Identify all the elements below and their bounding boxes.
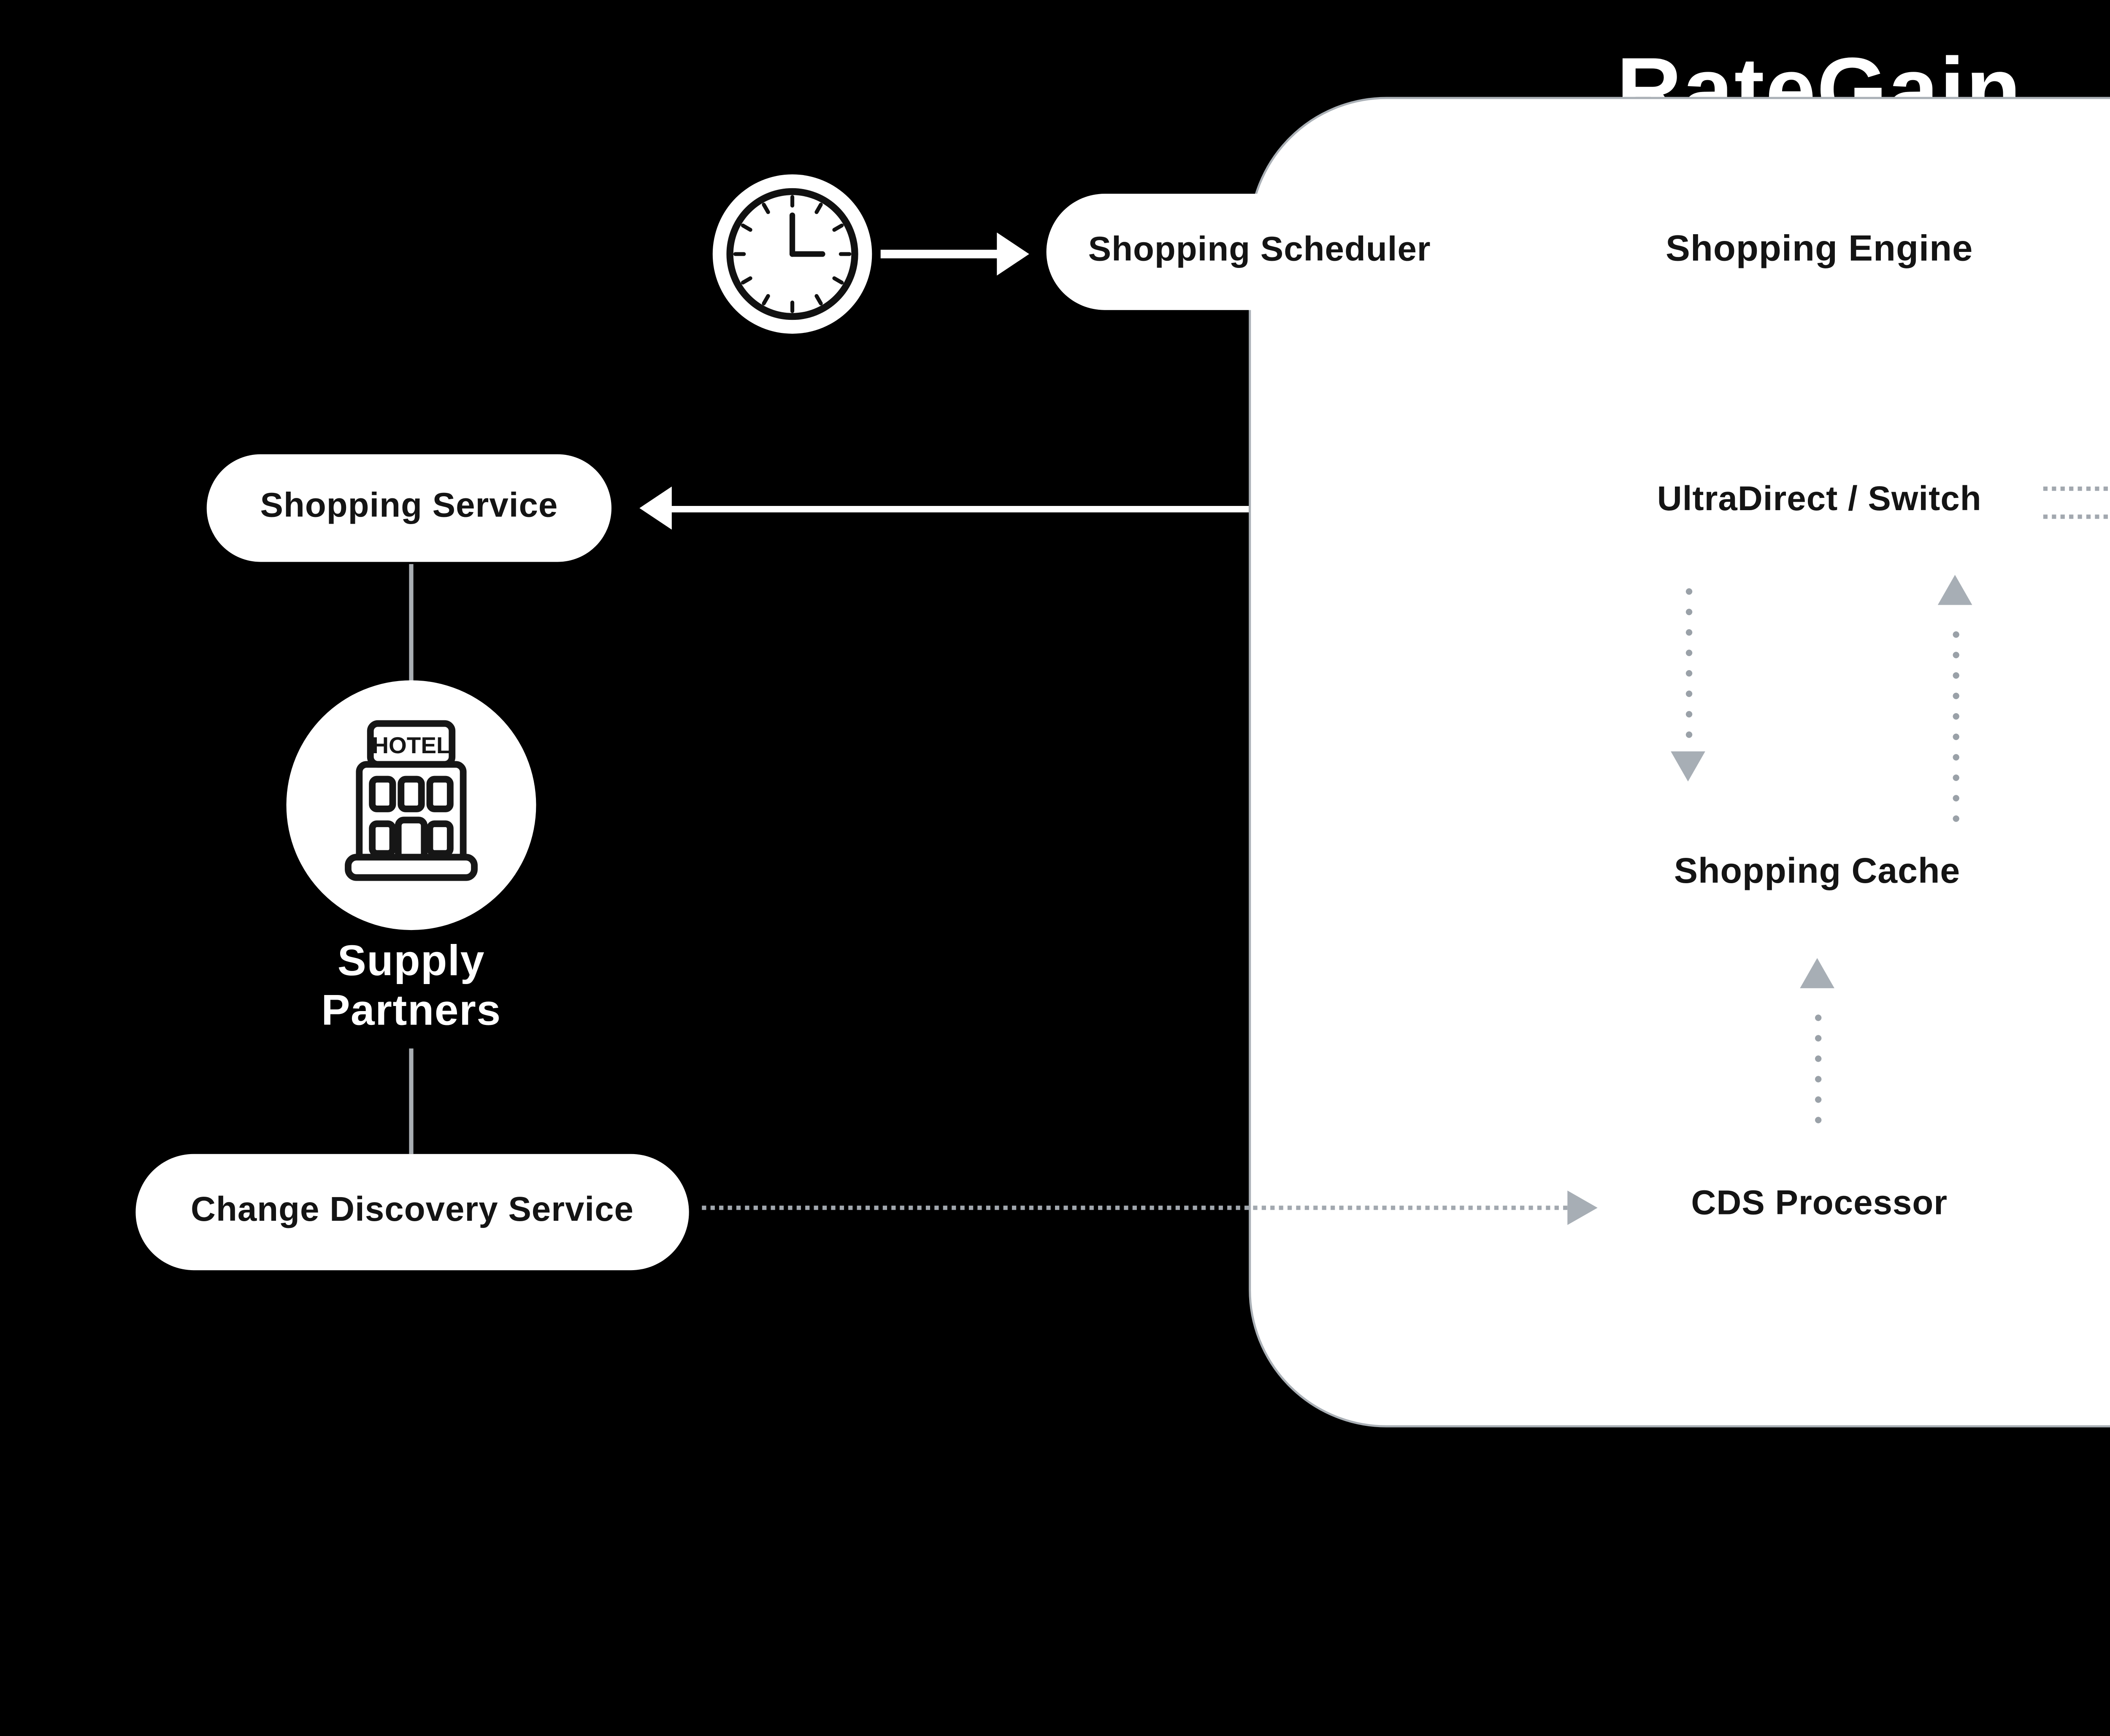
supply-partners-circle: HOTEL — [286, 680, 536, 930]
change-discovery-service-label: Change Discovery Service — [191, 1192, 634, 1230]
connector-supply-to-cds — [408, 1048, 414, 1154]
arrow-ultradirect-to-cache-line — [1685, 581, 1693, 754]
supply-partners-line1: Supply — [337, 938, 485, 986]
arrow-cds-service-to-processor-head — [1567, 1190, 1598, 1225]
arrow-cds-service-to-processor-line — [702, 1206, 1568, 1210]
arrow-clock-to-scheduler-head — [997, 233, 1029, 276]
shopping-service-label: Shopping Service — [260, 489, 558, 525]
change-discovery-service-node: Change Discovery Service — [135, 1154, 689, 1271]
hotel-building-icon: HOTEL — [303, 698, 519, 913]
ultradirect-switch-label: UltraDirect / Switch — [1657, 482, 1982, 519]
shopping-scheduler-node: Shopping Scheduler — [1046, 194, 1473, 310]
shopping-cache-label: Shopping Cache — [1674, 852, 1961, 892]
ultradirect-stub-down — [2043, 514, 2110, 519]
arrow-cds-to-cache-head — [1800, 958, 1834, 988]
shopping-engine-title: Shopping Engine — [1665, 228, 1973, 269]
supply-partners-line2: Partners — [321, 988, 501, 1036]
arrow-clock-to-scheduler-line — [880, 249, 1001, 257]
shopping-service-node: Shopping Service — [206, 454, 611, 562]
arrow-cache-to-ultradirect-head — [1937, 575, 1972, 605]
clock-icon — [712, 174, 872, 334]
arrow-cache-to-ultradirect-line — [1953, 624, 1959, 827]
ultradirect-stub-up — [2043, 487, 2110, 491]
hotel-sign-text: HOTEL — [372, 732, 450, 758]
supply-partners-label: Supply Partners — [189, 938, 633, 1038]
arrow-ultradirect-to-cache-head — [1671, 751, 1705, 782]
connector-service-to-supply — [408, 564, 414, 683]
arrow-cds-to-cache-line — [1815, 1007, 1822, 1137]
shopping-scheduler-label: Shopping Scheduler — [1088, 233, 1431, 269]
cds-processor-label: CDS Processor — [1691, 1186, 1948, 1223]
arrow-engine-to-service-line — [667, 505, 1249, 513]
arrow-engine-to-service-head — [639, 487, 672, 530]
